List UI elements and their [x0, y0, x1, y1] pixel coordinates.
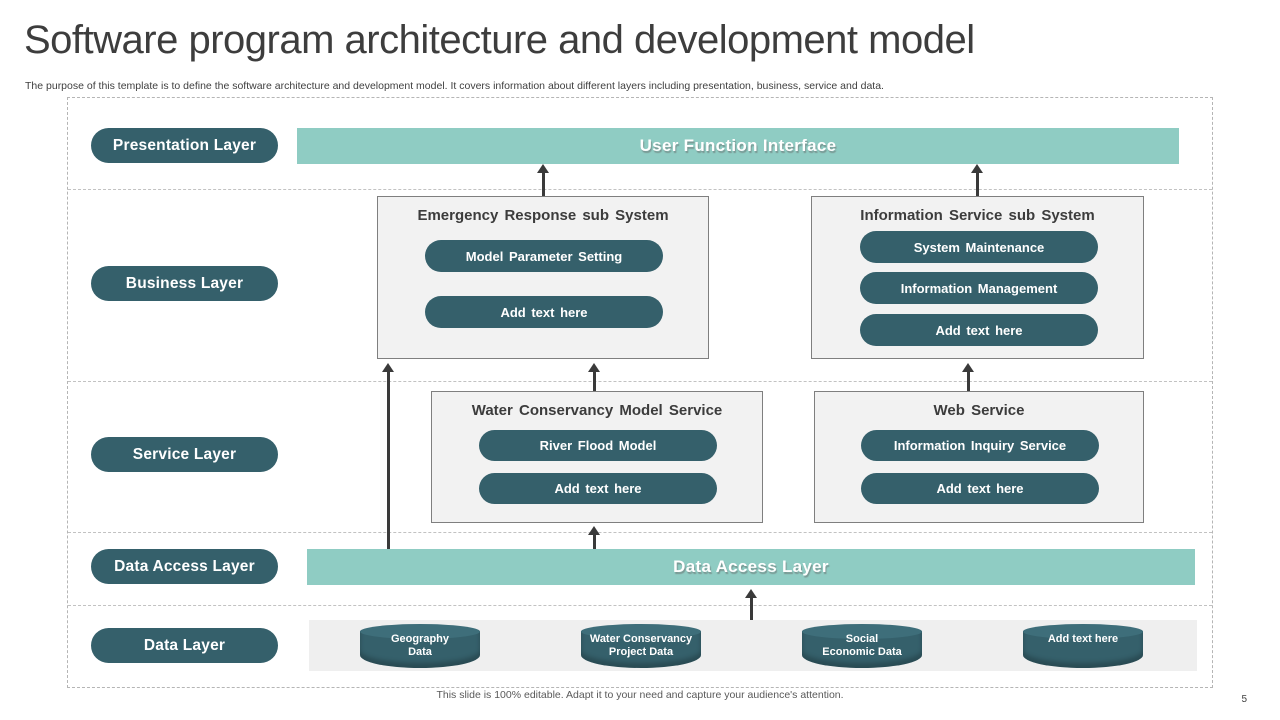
arrow-up-icon [382, 363, 394, 549]
business-layer-pill: Business Layer [91, 266, 278, 301]
web-service-title: Web Service [933, 402, 1025, 419]
model-parameter-setting-pill: Model Parameter Setting [425, 240, 663, 272]
cylinder-label: Geography Data [390, 633, 450, 658]
add-text-here-pill: Add text here [861, 473, 1099, 504]
diagram-container: Presentation Layer Business Layer Servic… [67, 97, 1213, 688]
add-text-cylinder: Add text here [1023, 624, 1143, 668]
add-text-here-pill: Add text here [860, 314, 1098, 346]
cylinder-label: Social Economic Data [822, 633, 902, 658]
system-maintenance-pill: System Maintenance [860, 231, 1098, 263]
geography-data-cylinder: Geography Data [360, 624, 480, 668]
water-conservancy-box: Water Conservancy Model Service River Fl… [431, 391, 763, 523]
page-number: 5 [1241, 694, 1247, 705]
row-divider [68, 605, 1212, 606]
emergency-response-box: Emergency Response sub System Model Para… [377, 196, 709, 359]
cylinder-top [802, 624, 922, 639]
information-inquiry-service-pill: Information Inquiry Service [861, 430, 1099, 461]
water-conservancy-data-cylinder: Water Conservancy Project Data [581, 624, 701, 668]
river-flood-model-pill: River Flood Model [479, 430, 717, 461]
information-service-title: Information Service sub System [860, 207, 1095, 224]
emergency-response-title: Emergency Response sub System [417, 207, 669, 224]
arrow-up-icon [588, 363, 600, 391]
web-service-box: Web Service Information Inquiry Service … [814, 391, 1144, 523]
row-divider [68, 189, 1212, 190]
data-layer-pill: Data Layer [91, 628, 278, 663]
page-title: Software program architecture and develo… [24, 18, 975, 62]
data-layer-strip: Geography Data Water Conservancy Project… [309, 620, 1197, 671]
arrow-up-icon [745, 589, 757, 620]
arrow-up-icon [962, 363, 974, 391]
information-management-pill: Information Management [860, 272, 1098, 304]
service-layer-pill: Service Layer [91, 437, 278, 472]
presentation-layer-pill: Presentation Layer [91, 128, 278, 163]
information-service-box: Information Service sub System System Ma… [811, 196, 1144, 359]
cylinder-label: Water Conservancy Project Data [589, 633, 693, 658]
row-divider [68, 532, 1212, 533]
data-access-layer-pill: Data Access Layer [91, 549, 278, 584]
social-economic-data-cylinder: Social Economic Data [802, 624, 922, 668]
water-conservancy-title: Water Conservancy Model Service [471, 402, 723, 419]
arrow-up-icon [588, 526, 600, 549]
page-subtitle: The purpose of this template is to defin… [25, 80, 884, 92]
cylinder-top [581, 624, 701, 639]
cylinder-label: Add text here [1047, 633, 1119, 645]
cylinder-top [360, 624, 480, 639]
footer-note: This slide is 100% editable. Adapt it to… [436, 689, 844, 701]
data-access-bar: Data Access Layer [307, 549, 1195, 585]
user-function-interface-bar: User Function Interface [297, 128, 1179, 164]
add-text-here-pill: Add text here [479, 473, 717, 504]
arrow-up-icon [971, 164, 983, 196]
arrow-up-icon [537, 164, 549, 196]
cylinder-top [1023, 624, 1143, 639]
add-text-here-pill: Add text here [425, 296, 663, 328]
row-divider [68, 381, 1212, 382]
